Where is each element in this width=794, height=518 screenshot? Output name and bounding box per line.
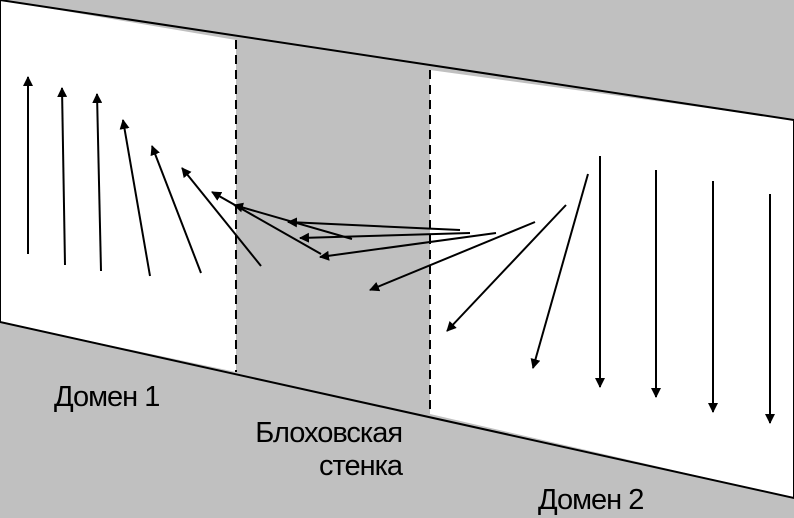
arrow-icon (299, 232, 471, 243)
arrow-icon (211, 191, 322, 255)
domain-1-region (0, 0, 236, 372)
bloch-wall-arrows (211, 191, 536, 292)
domain-1-arrows (23, 76, 262, 277)
bloch-wall-label-line2: стенка (319, 450, 403, 482)
bloch-wall-label: Блоховская стенка (247, 417, 403, 482)
bloch-wall-region (236, 40, 430, 414)
arrow-icon (530, 173, 589, 369)
domain-2-region (430, 70, 794, 498)
arrow-icon (150, 145, 202, 274)
arrow-icon (119, 119, 151, 277)
arrow-icon (319, 232, 497, 261)
arrow-icon (287, 217, 461, 231)
arrow-icon (57, 87, 68, 266)
domain-1-label: Домен 1 (54, 381, 160, 413)
domain-2-label: Домен 2 (538, 484, 644, 516)
arrow-icon (446, 204, 567, 332)
arrow-icon (92, 93, 103, 272)
bloch-wall-label-line1: Блоховская (255, 417, 403, 449)
plane-outline (0, 0, 794, 500)
domain-2-arrows (446, 156, 775, 424)
arrow-icon (369, 221, 536, 292)
arrow-icon (181, 167, 262, 267)
